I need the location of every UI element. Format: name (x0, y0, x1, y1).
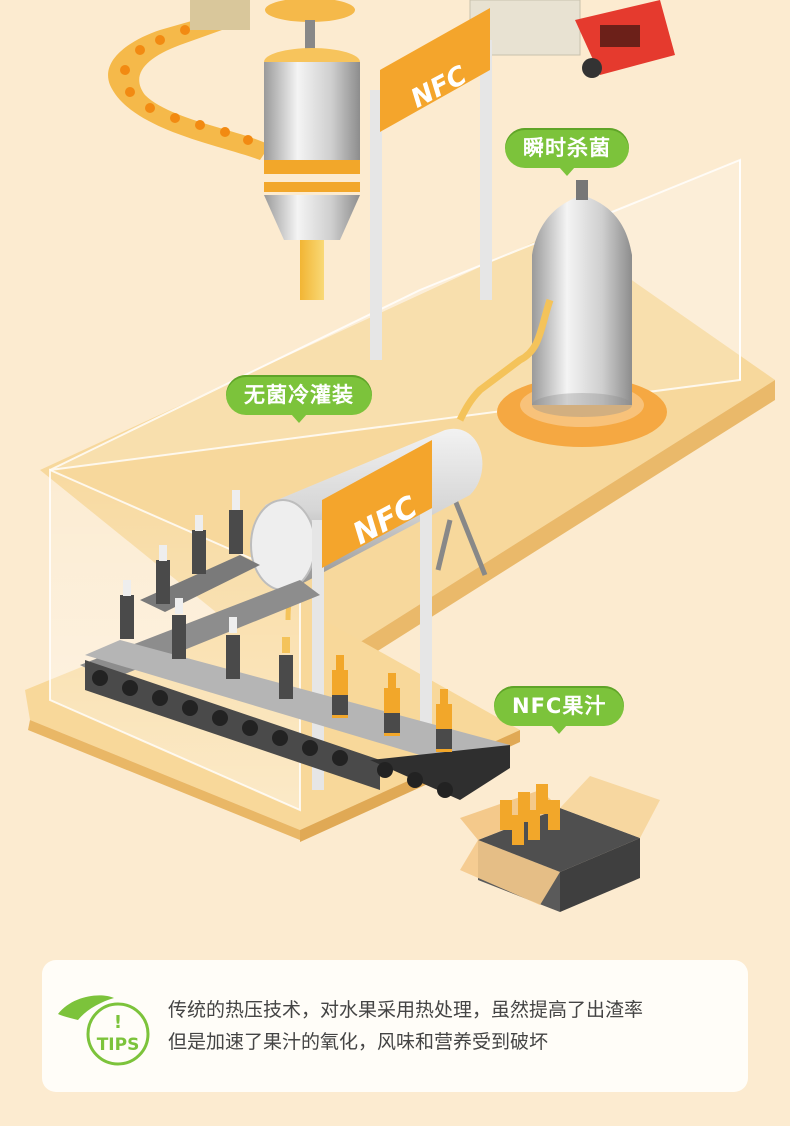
tips-label: TIPS (97, 1035, 140, 1055)
empty-bottles (120, 490, 293, 699)
tips-line-1: 传统的热压技术，对水果采用热处理，虽然提高了出渣率 (168, 999, 644, 1021)
label-sterilize: 瞬时杀菌 (505, 128, 629, 176)
juice-box (460, 776, 660, 912)
tips-badge: ! TIPS (58, 995, 150, 1066)
truck (575, 0, 675, 78)
gate-top: NFC (370, 8, 492, 360)
top-building (190, 0, 250, 30)
sterilizer-tank (497, 180, 667, 447)
label-nfc-juice: NFC果汁 (494, 686, 625, 734)
orange-conveyor (108, 10, 270, 160)
tips-circle (86, 1002, 150, 1066)
press-machine (264, 0, 360, 300)
juice-pipe (456, 298, 554, 422)
label-nfc-juice-text: NFC果汁 (512, 694, 607, 718)
lower-platform-edge (28, 720, 300, 840)
production-illustration: NFC NFC (25, 0, 775, 912)
tips-text: 传统的热压技术，对水果采用热处理，虽然提高了出渣率 但是加速了果汁的氧化，风味和… (168, 994, 728, 1058)
tips-card: ! TIPS 传统的热压技术，对水果采用热处理，虽然提高了出渣率 但是加速了果汁… (42, 960, 748, 1092)
tips-line-2: 但是加速了果汁的氧化，风味和营养受到破坏 (168, 1031, 549, 1053)
leaf-icon (58, 995, 114, 1020)
label-cold-fill: 无菌冷灌装 (226, 375, 372, 423)
upper-platform-edge (300, 380, 775, 700)
tips-mark: ! (114, 1012, 122, 1033)
filled-bottles (332, 655, 452, 752)
label-cold-fill-text: 无菌冷灌装 (244, 383, 354, 407)
oranges (120, 25, 253, 145)
label-sterilize-text: 瞬时杀菌 (523, 136, 611, 160)
